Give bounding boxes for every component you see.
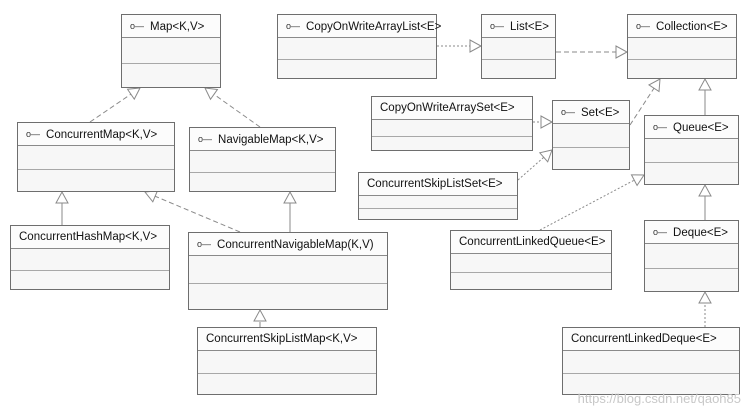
class-title: o— List<E>	[482, 15, 555, 38]
relation-nmap-to-map	[213, 93, 261, 128]
class-title: ConcurrentSkipListSet<E>	[359, 173, 517, 196]
watermark: https://blog.csdn.net/qaoh85	[577, 391, 741, 406]
interface-lollipop-icon: o—	[286, 21, 301, 31]
relation-set-to-collection	[629, 87, 655, 126]
class-label: Set<E>	[581, 107, 620, 119]
interface-lollipop-icon: o—	[653, 122, 668, 132]
class-title: ConcurrentLinkedDeque<E>	[563, 328, 739, 351]
class-box-map[interactable]: o— Map<K,V>	[121, 14, 221, 88]
generalization-arrowhead	[538, 149, 553, 163]
generalization-arrowhead	[253, 308, 267, 322]
class-label: CopyOnWriteArraySet<E>	[380, 102, 515, 114]
class-box-collection[interactable]: o— Collection<E>	[627, 14, 737, 79]
attributes-section	[563, 351, 739, 374]
attributes-section	[11, 249, 169, 271]
class-box-cld[interactable]: ConcurrentLinkedDeque<E>	[562, 327, 740, 395]
class-title: o— NavigableMap<K,V>	[190, 128, 335, 151]
generalization-arrowhead	[615, 45, 629, 59]
interface-lollipop-icon: o—	[130, 21, 145, 31]
attributes-section	[451, 254, 611, 273]
attributes-section	[553, 124, 629, 148]
class-label: ConcurrentLinkedQueue<E>	[459, 236, 606, 248]
class-title: o— Set<E>	[553, 101, 629, 124]
generalization-arrowhead	[540, 115, 554, 129]
class-label: ConcurrentMap<K,V>	[46, 129, 158, 141]
attributes-section	[359, 196, 517, 209]
relation-cnm-to-cmap	[154, 195, 241, 233]
interface-lollipop-icon: o—	[197, 239, 212, 249]
attributes-section	[645, 139, 738, 163]
attributes-section	[190, 151, 335, 173]
class-label: Collection<E>	[656, 21, 728, 33]
class-label: ConcurrentSkipListMap<K,V>	[206, 333, 358, 345]
class-title: CopyOnWriteArraySet<E>	[372, 97, 532, 120]
interface-lollipop-icon: o—	[490, 21, 505, 31]
attributes-section	[122, 38, 220, 64]
attributes-section	[198, 351, 376, 374]
attributes-section	[482, 38, 555, 60]
attributes-section	[189, 256, 387, 284]
class-box-cowal[interactable]: o— CopyOnWriteArrayList<E>	[277, 14, 441, 79]
interface-lollipop-icon: o—	[198, 134, 213, 144]
class-title: ConcurrentLinkedQueue<E>	[451, 231, 611, 254]
generalization-arrowhead	[204, 87, 219, 101]
class-box-cowas[interactable]: CopyOnWriteArraySet<E>	[371, 96, 533, 151]
class-title: o— ConcurrentMap<K,V>	[18, 123, 174, 146]
generalization-arrowhead	[647, 78, 661, 93]
class-box-csls[interactable]: ConcurrentSkipListSet<E>	[358, 172, 518, 220]
generalization-arrowhead	[126, 87, 141, 101]
relation-csls-to-set	[517, 156, 545, 181]
class-title: o— Queue<E>	[645, 116, 738, 139]
generalization-arrowhead	[469, 39, 483, 53]
generalization-arrowhead	[283, 190, 297, 204]
class-label: NavigableMap<K,V>	[218, 134, 324, 146]
class-title: o— CopyOnWriteArrayList<E>	[278, 15, 441, 38]
class-label: ConcurrentNavigableMap(K,V)	[217, 239, 374, 251]
class-title: o— Deque<E>	[645, 221, 738, 244]
class-label: ConcurrentLinkedDeque<E>	[571, 333, 717, 345]
class-label: Map<K,V>	[150, 21, 205, 33]
class-box-deque[interactable]: o— Deque<E>	[644, 220, 739, 292]
generalization-arrowhead	[144, 190, 159, 203]
interface-lollipop-icon: o—	[636, 21, 651, 31]
class-box-cmap[interactable]: o— ConcurrentMap<K,V>	[17, 122, 175, 192]
attributes-section	[278, 38, 436, 60]
class-title: o— Collection<E>	[628, 15, 736, 38]
class-box-chm[interactable]: ConcurrentHashMap<K,V>	[10, 225, 170, 290]
class-box-clq[interactable]: ConcurrentLinkedQueue<E>	[450, 230, 612, 290]
interface-lollipop-icon: o—	[653, 227, 668, 237]
class-box-list[interactable]: o— List<E>	[481, 14, 556, 79]
attributes-section	[645, 244, 738, 269]
class-title: ConcurrentSkipListMap<K,V>	[198, 328, 376, 351]
class-title: o— ConcurrentNavigableMap(K,V)	[189, 233, 387, 256]
class-box-queue[interactable]: o— Queue<E>	[644, 115, 739, 185]
class-box-set[interactable]: o— Set<E>	[552, 100, 630, 170]
class-box-cnm[interactable]: o— ConcurrentNavigableMap(K,V)	[188, 232, 388, 310]
generalization-arrowhead	[55, 190, 69, 204]
class-label: List<E>	[510, 21, 550, 33]
class-label: CopyOnWriteArrayList<E>	[306, 21, 442, 33]
attributes-section	[372, 120, 532, 137]
generalization-arrowhead	[630, 174, 645, 187]
class-label: Deque<E>	[673, 227, 729, 239]
interface-lollipop-icon: o—	[26, 129, 41, 139]
class-box-nmap[interactable]: o— NavigableMap<K,V>	[189, 127, 336, 192]
generalization-arrowhead	[698, 290, 712, 304]
attributes-section	[18, 146, 174, 170]
class-label: ConcurrentSkipListSet<E>	[367, 178, 503, 190]
interface-lollipop-icon: o—	[561, 107, 576, 117]
class-title: o— Map<K,V>	[122, 15, 220, 38]
relation-cmap-to-map	[89, 93, 132, 123]
generalization-arrowhead	[698, 77, 712, 91]
class-label: Queue<E>	[673, 122, 729, 134]
generalization-arrowhead	[698, 183, 712, 197]
relation-clq-to-queue	[539, 179, 635, 231]
class-title: ConcurrentHashMap<K,V>	[11, 226, 169, 249]
class-box-cslm[interactable]: ConcurrentSkipListMap<K,V>	[197, 327, 377, 395]
attributes-section	[628, 38, 736, 60]
class-label: ConcurrentHashMap<K,V>	[19, 231, 158, 243]
